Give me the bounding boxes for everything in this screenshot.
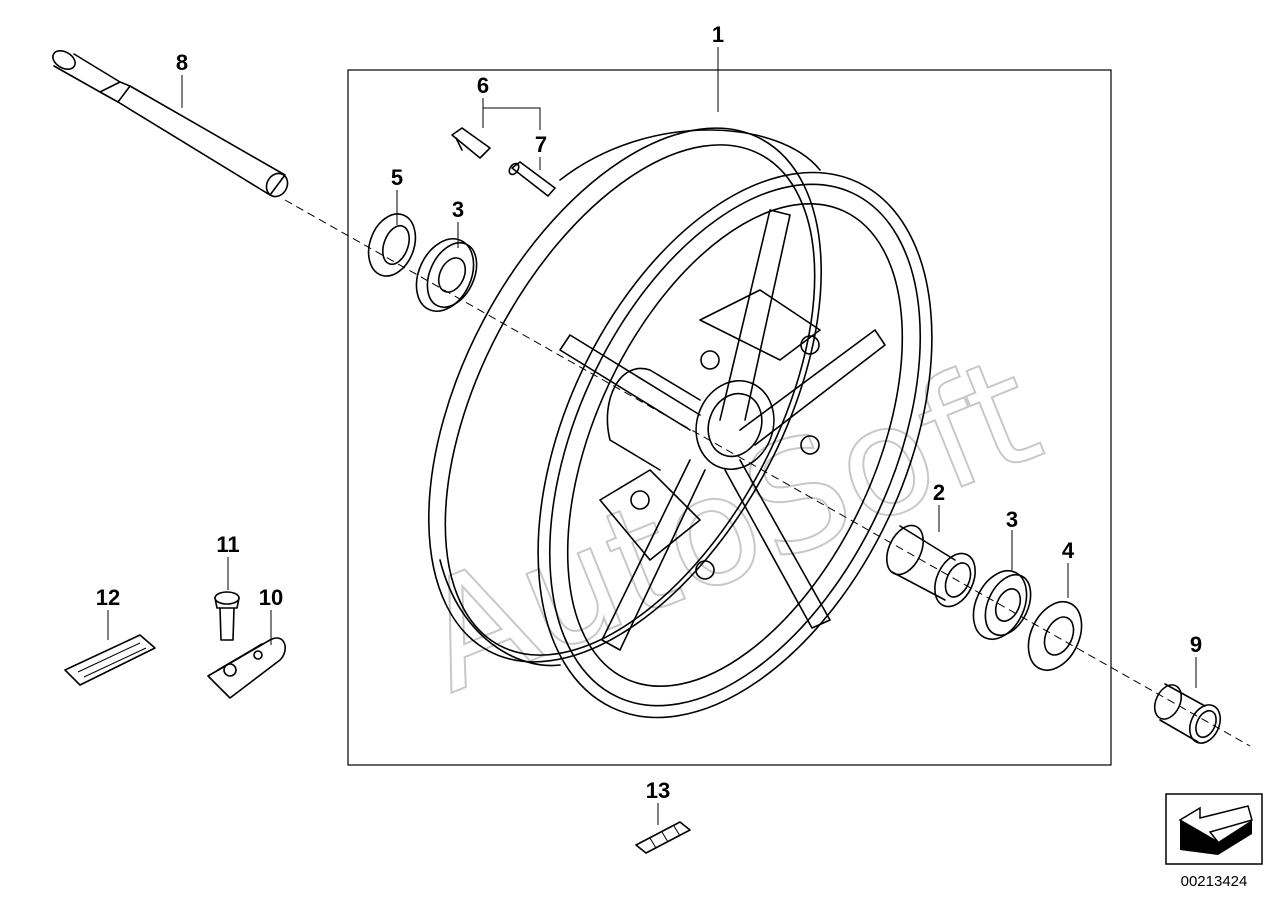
document-number: 00213424 [1181,873,1248,890]
wheel-rim [428,127,933,719]
callout-spacer-bush: 9 [1190,632,1202,657]
seal [367,213,417,277]
screw [214,591,240,641]
callout-axle: 8 [176,50,188,75]
callout-spacer: 2 [933,480,945,505]
callout-sensor-bracket: 10 [259,585,283,610]
wheel-frame [347,69,1112,766]
spacer-bush [1153,683,1222,744]
spacer [886,524,976,608]
callout-valve-rubber: 7 [535,132,547,157]
washer [1027,601,1083,671]
callout-screw: 11 [216,532,239,557]
callout-seal: 5 [391,165,403,190]
direction-arrow-icon [1165,793,1263,865]
callout-bearing-left: 3 [452,197,464,222]
callouts: 1 6 7 8 5 3 2 3 4 9 11 10 12 13 [96,22,1202,803]
axle-centerline [284,199,1251,747]
sensor-bracket [207,637,286,699]
bearing-right [972,570,1032,640]
wheel-spokes [559,209,886,651]
bearing-left [415,238,478,312]
callout-wheel: 1 [712,22,724,47]
leader-lines [107,47,1197,825]
callout-washer: 4 [1062,538,1075,563]
valve-rubber [508,161,556,197]
callout-balance-weight: 12 [96,585,120,610]
watermark: AutoSoft [398,323,1063,728]
watermark-text: AutoSoft [399,324,1062,727]
axle [52,50,289,198]
callout-valve-metal: 6 [477,73,489,98]
balance-weight [64,634,156,686]
valve-metal [451,127,491,159]
callout-bearing-right: 3 [1006,507,1018,532]
callout-weight-strip: 13 [646,778,670,803]
weight-strip [635,821,691,854]
wheel-hub [606,367,775,471]
